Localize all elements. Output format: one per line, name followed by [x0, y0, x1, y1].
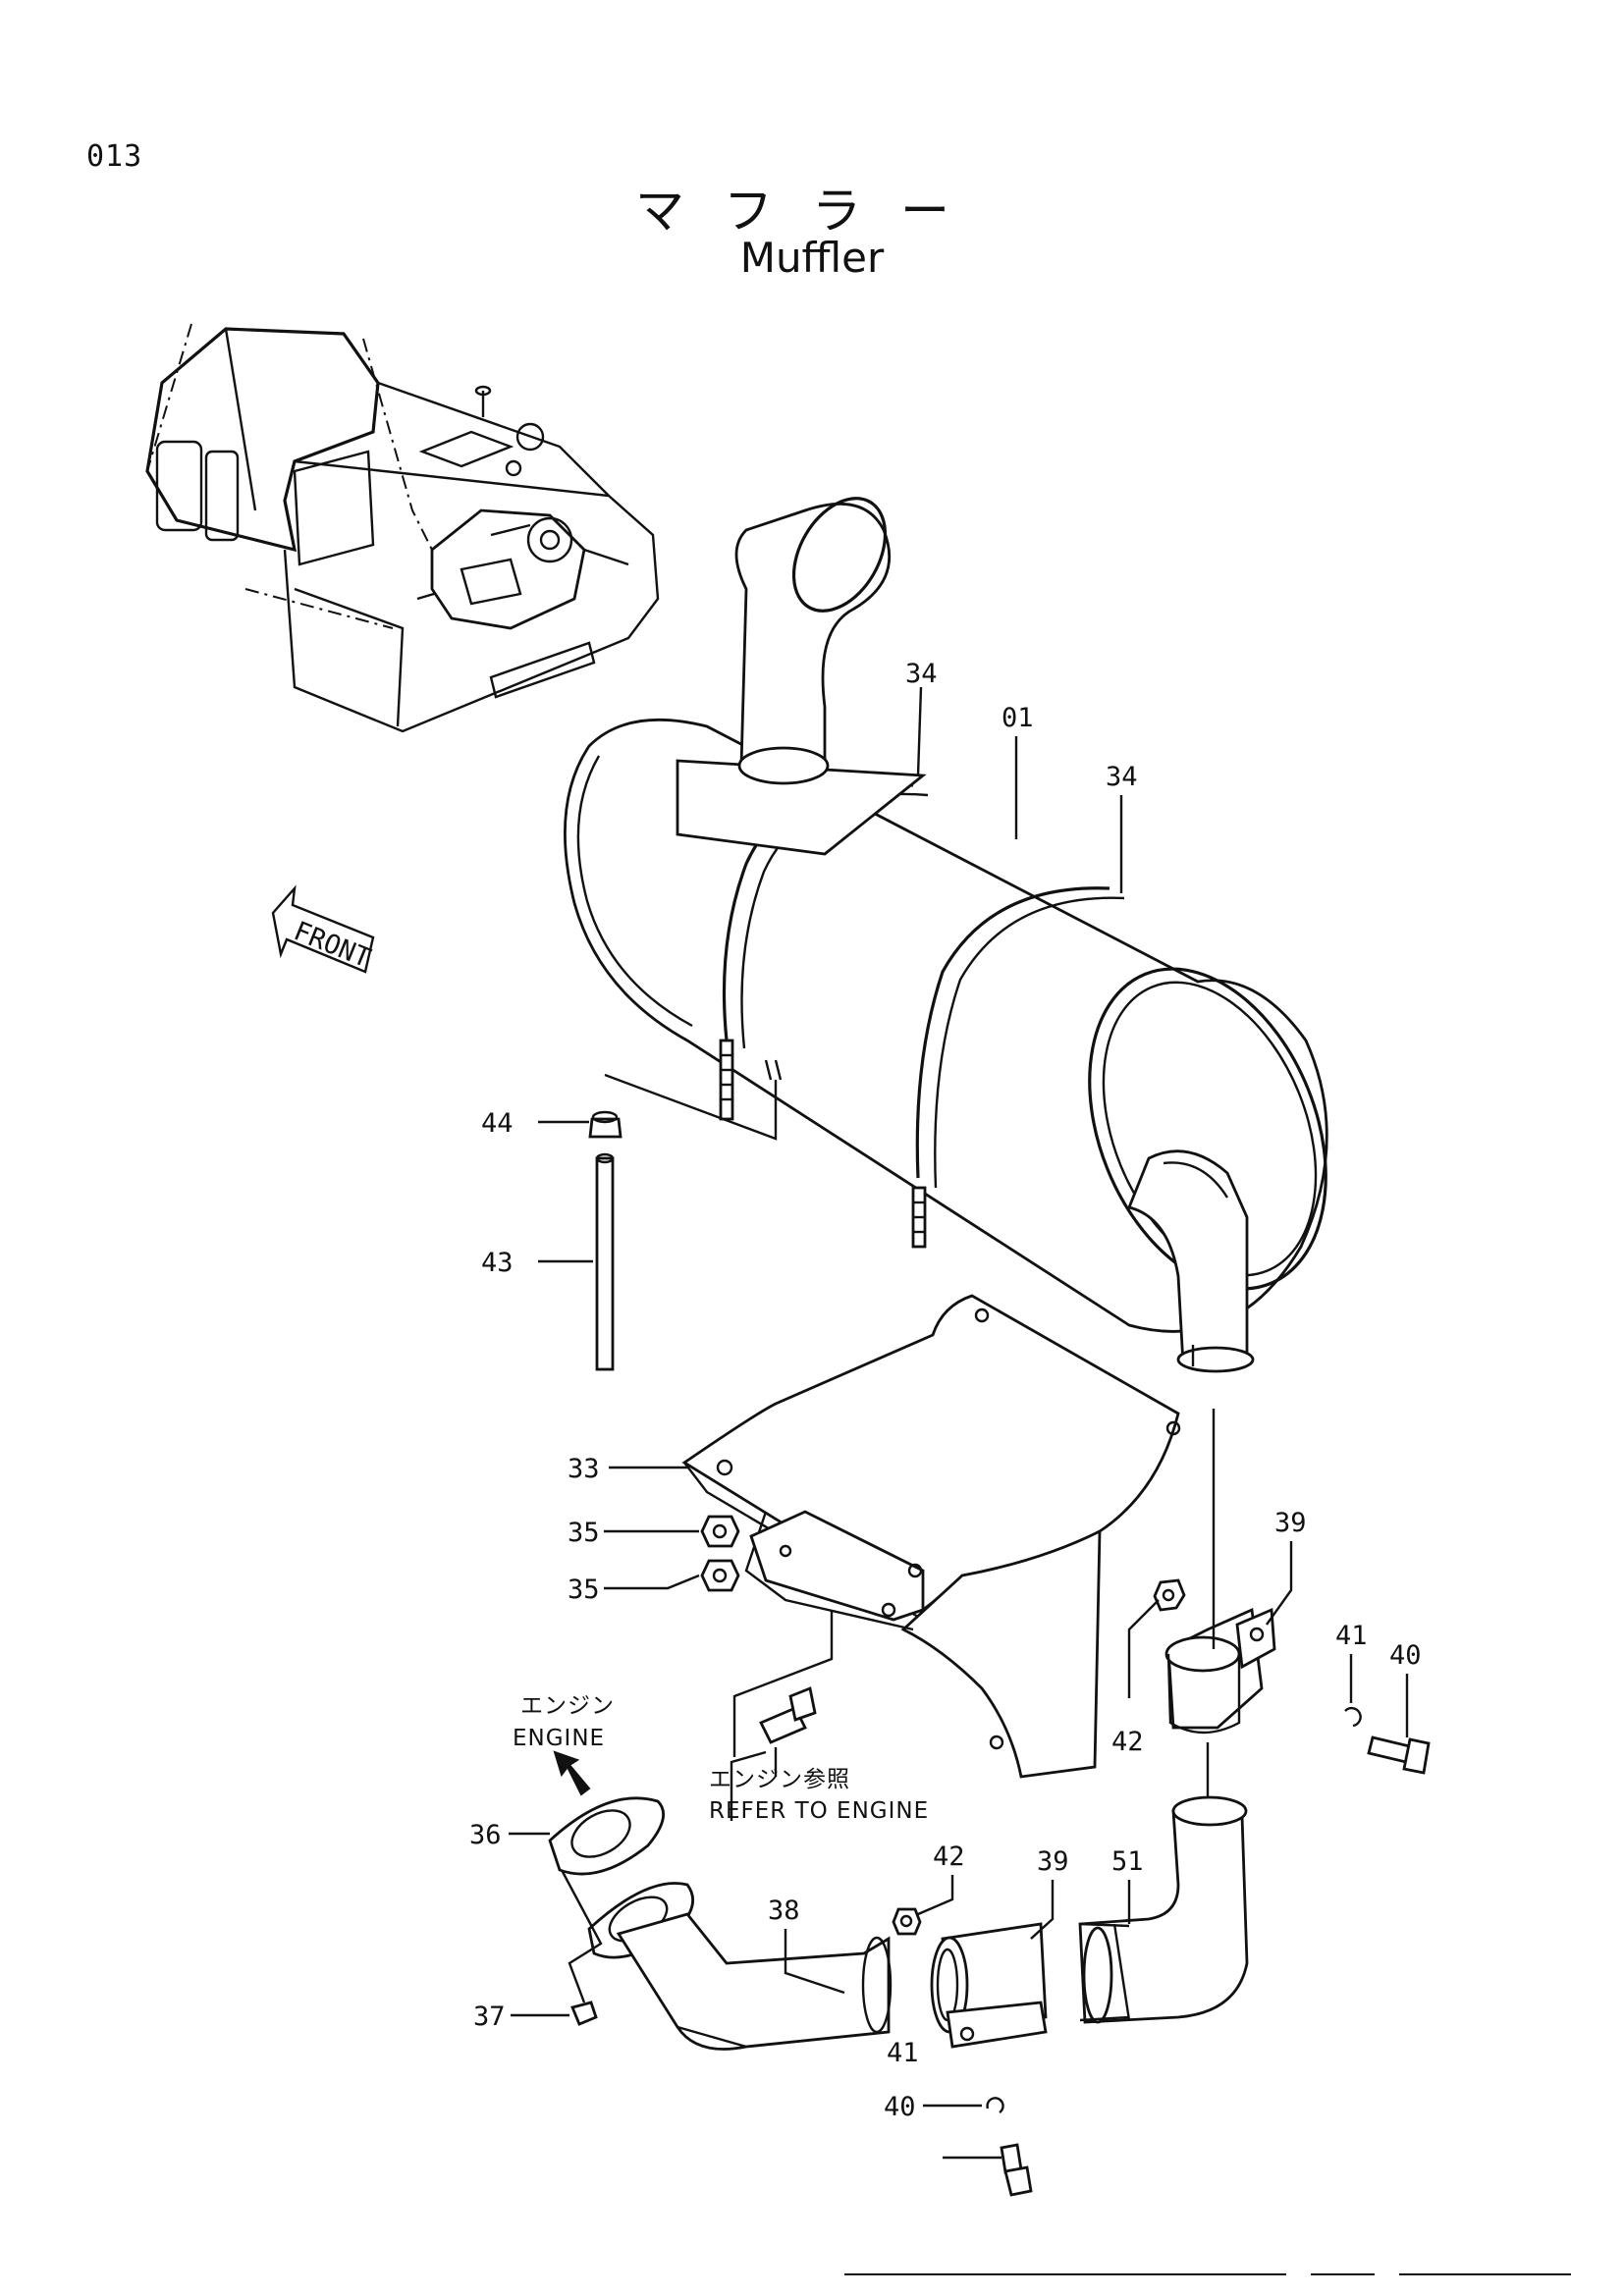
callout-39-upper: 39	[1274, 1508, 1307, 1538]
refer-note-en: REFER TO ENGINE	[709, 1798, 929, 1824]
callout-35-a: 35	[568, 1518, 600, 1548]
callout-44: 44	[481, 1108, 514, 1139]
title-english: Muffler	[739, 234, 885, 282]
lower-clamp-assembly	[892, 1907, 1048, 2197]
engine-note-en: ENGINE	[513, 1726, 605, 1751]
front-direction-arrow: FRONT	[271, 884, 375, 974]
callout-34-b: 34	[1106, 762, 1138, 792]
callout-41-upper: 41	[1335, 1621, 1368, 1651]
callout-40-upper: 40	[1389, 1640, 1422, 1671]
upper-clamp-assembly	[1153, 1409, 1431, 1775]
engine-bolt	[732, 1610, 834, 1777]
reference-notes: エンジン ENGINE エンジン参照 REFER TO ENGINE	[513, 1693, 929, 1824]
muffler-body	[564, 497, 1328, 1373]
title-japanese: マフラー	[635, 183, 989, 240]
leader-lines	[509, 686, 1409, 2160]
engine-note-jp: エンジン	[520, 1693, 615, 1719]
rod-assembly	[588, 1059, 783, 1371]
callout-41-lower: 41	[887, 2038, 919, 2068]
page-number: 013	[86, 139, 143, 174]
callout-40-lower: 40	[884, 2092, 916, 2122]
callout-43: 43	[481, 1248, 514, 1278]
callout-34-a: 34	[905, 659, 938, 689]
excavator-overview-illustration	[145, 323, 660, 733]
callout-51: 51	[1111, 1846, 1144, 1877]
exhaust-pipe-assembly	[548, 1750, 893, 2051]
front-label: FRONT	[290, 916, 375, 974]
muffler-bracket	[681, 1294, 1181, 1779]
callout-39-lower: 39	[1037, 1846, 1069, 1877]
callout-42-lower: 42	[933, 1842, 965, 1872]
callout-36: 36	[469, 1820, 502, 1850]
callout-33: 33	[568, 1454, 600, 1484]
elbow-pipe-51	[1078, 1742, 1249, 2024]
nuts-35	[700, 1515, 740, 1592]
callout-42-upper: 42	[1111, 1727, 1144, 1757]
callout-38: 38	[768, 1896, 800, 1926]
callout-labels: 01 33 34 34 35 35 36 37 38 39 39 40 40 4…	[469, 659, 1422, 2122]
refer-note-jp: エンジン参照	[709, 1767, 850, 1792]
callout-01: 01	[1001, 703, 1034, 733]
callout-37: 37	[473, 2002, 506, 2032]
callout-35-b: 35	[568, 1575, 600, 1605]
